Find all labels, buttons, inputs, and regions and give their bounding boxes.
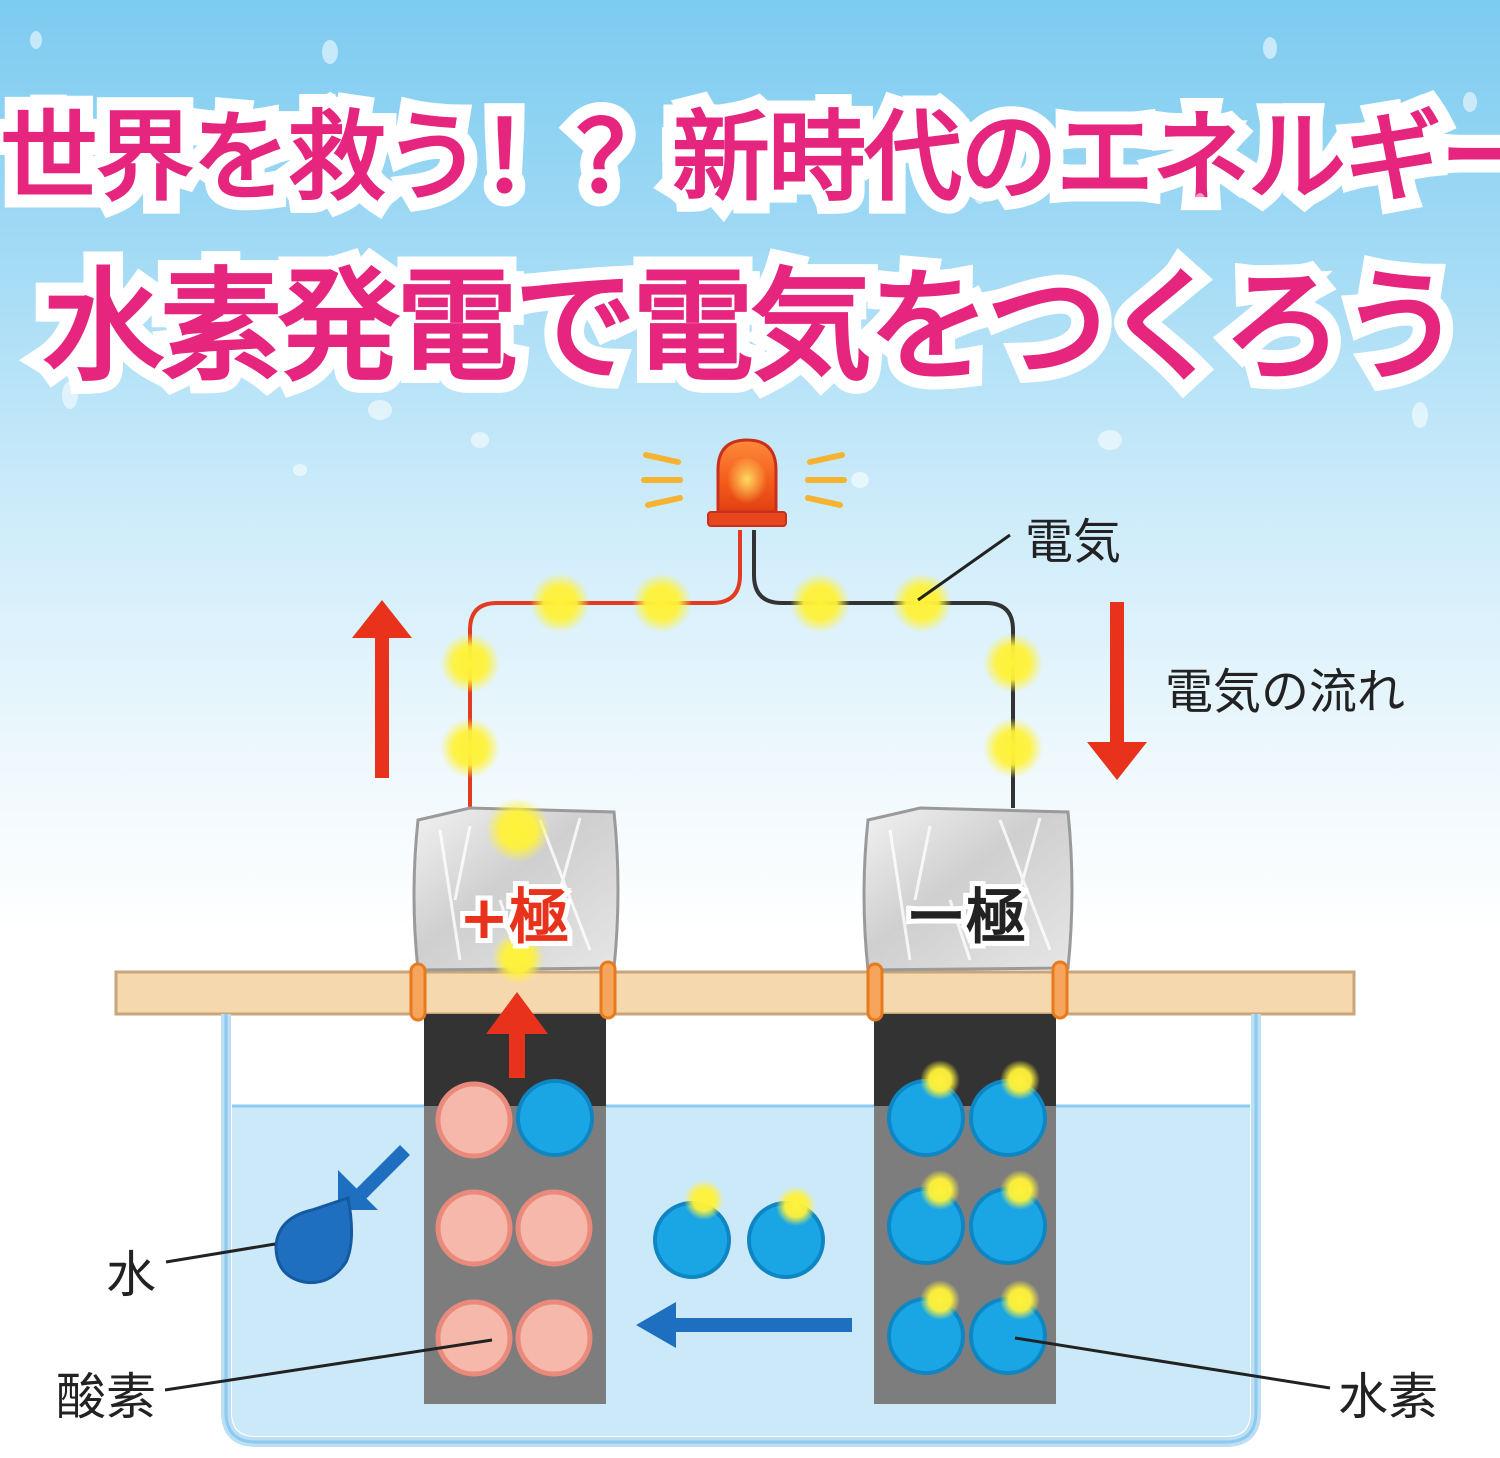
hydrogen-on-positive [516, 1079, 594, 1157]
label-oxygen: 酸素 [56, 1368, 156, 1426]
left-arrow-icon [636, 1302, 852, 1348]
light-bulb [641, 438, 847, 527]
label-water: 水 [106, 1246, 156, 1304]
title-line-1: 世界を救う！？新時代のエネルギー [0, 88, 1500, 228]
label-electricity: 電気 [1025, 514, 1121, 570]
negative-wire [752, 530, 1015, 808]
oxygen-molecules [435, 1081, 593, 1377]
water-droplets-decoration [30, 31, 1477, 488]
water-container [221, 1014, 1261, 1447]
up-arrow-icon [352, 600, 412, 778]
label-current-flow: 電気の流れ [1165, 664, 1405, 720]
label-negative-electrode: ー極 [906, 883, 1026, 953]
label-positive-electrode: +極 [459, 883, 569, 953]
positive-wire [468, 530, 742, 808]
current-arrows [352, 600, 1147, 1078]
water-drop-icon [274, 1196, 354, 1285]
support-board [114, 970, 1356, 1016]
circuit-wires [468, 530, 1015, 808]
title-line-2: 水素発電で電気をつくろう [29, 243, 1475, 411]
rubber-bands [409, 960, 1069, 1022]
small-up-arrow-icon [486, 992, 548, 1078]
label-hydrogen: 水素 [1338, 1368, 1438, 1426]
leader-lines [164, 533, 1331, 1392]
light-rays-icon [641, 452, 847, 508]
down-arrow-icon [1087, 602, 1147, 780]
